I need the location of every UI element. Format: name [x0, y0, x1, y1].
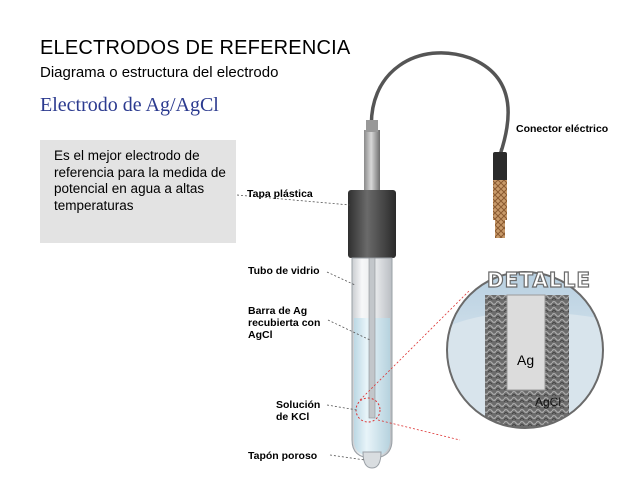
detail-title: DETALLE [486, 267, 591, 292]
detail-label-ag: Ag [517, 352, 535, 368]
label-ag-bar-line2: recubierta con [248, 317, 321, 329]
page-title: ELECTRODOS DE REFERENCIA [40, 37, 351, 59]
ag-rod [368, 257, 376, 419]
plastic-cap [348, 190, 396, 258]
label-ag-bar: Barra de Ag recubierta con AgCl [248, 305, 320, 341]
porous-plug [362, 451, 382, 469]
detail-label-agcl: AgCl [535, 395, 562, 409]
note-box: Es el mejor electrodo de referencia para… [40, 140, 236, 243]
section-heading: Electrodo de Ag/AgCl [40, 94, 219, 116]
label-ag-bar-line3: AgCl [248, 329, 273, 341]
label-connector: Conector eléctrico [516, 123, 609, 135]
page-subtitle: Diagrama o estructura del electrodo [40, 64, 279, 81]
label-glass-tube: Tubo de vidrio [248, 265, 320, 277]
label-kcl-line2: de KCl [276, 411, 310, 423]
label-kcl-line1: Solución [276, 399, 321, 411]
label-ag-bar-line1: Barra de Ag [248, 305, 308, 317]
label-porous-plug: Tapón poroso [248, 450, 318, 462]
detail-lens [447, 272, 603, 428]
electrode-top [364, 130, 380, 190]
cable [369, 51, 510, 156]
connector-icon [493, 152, 507, 182]
label-cap: Tapa plástica [247, 188, 313, 200]
label-kcl: Solución de KCl [276, 399, 320, 423]
